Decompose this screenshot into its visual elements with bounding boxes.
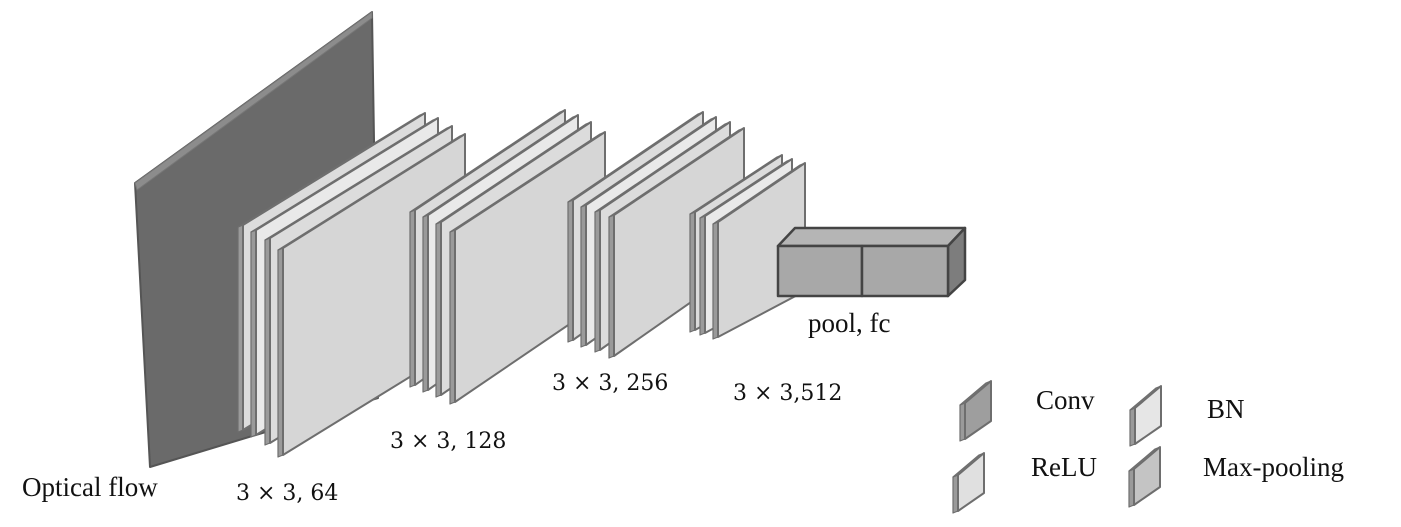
block-1-label: 3 × 3, 64 [236,481,338,506]
optical-flow-top-edge [134,11,373,191]
block-4-label: 3 × 3,512 [733,381,842,406]
input-label: Optical flow [22,472,158,502]
legend-relu-label: ReLU [1031,452,1097,482]
legend-maxpool-label: Max-pooling [1203,452,1344,482]
block-2-label: 3 × 3, 128 [390,429,506,454]
pool-box [776,244,864,298]
legend-conv-label: Conv [1036,385,1095,415]
fc-box [860,244,950,298]
legend-maxpool-icon [1133,446,1161,506]
legend-relu-icon [957,452,985,512]
legend-conv-icon [964,380,992,440]
legend-bn-label: BN [1207,394,1245,424]
head-label: pool, fc [808,308,890,338]
block-3-label: 3 × 3, 256 [552,371,668,396]
legend-bn-icon [1134,385,1162,445]
pool-fc-top [776,226,967,248]
